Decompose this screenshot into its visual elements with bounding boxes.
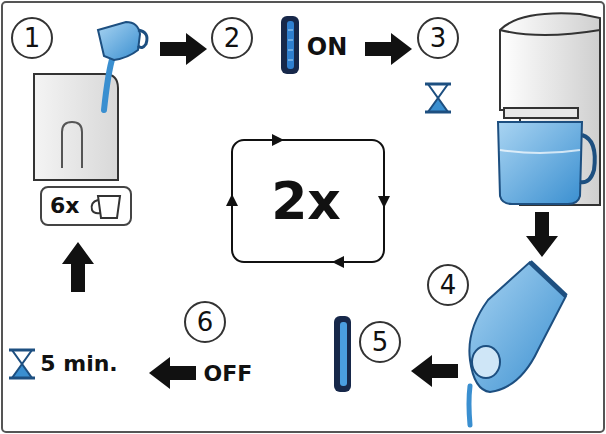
carafe-pouring: [469, 262, 566, 425]
instruction-label: ON: [307, 35, 348, 59]
switch-off: [334, 316, 351, 392]
step-number: 2: [224, 25, 241, 51]
repeat-loop: [226, 134, 390, 268]
step-number: 1: [24, 25, 41, 51]
step-number: 5: [372, 329, 389, 355]
step-number: 3: [430, 25, 447, 51]
coffee-machine: [498, 13, 600, 205]
repeat-count: 6x: [50, 195, 80, 217]
step-number: 6: [197, 309, 214, 335]
step-number-circle: 3: [417, 17, 459, 59]
step-number-circle: 4: [427, 264, 469, 306]
switch-on: [281, 16, 299, 74]
cup-icon: [92, 196, 120, 218]
repeat-count-box: 6x: [40, 186, 132, 226]
instruction-label: 2x: [271, 175, 341, 227]
hourglass: [425, 84, 451, 112]
step-number-circle: 1: [11, 17, 53, 59]
step-number-circle: 2: [211, 17, 253, 59]
step-number: 4: [440, 272, 457, 298]
instruction-label: OFF: [204, 363, 253, 385]
hourglass: [9, 350, 35, 378]
step-number-circle: 6: [184, 301, 226, 343]
step-number-circle: 5: [359, 321, 401, 363]
instruction-label: 5 min.: [40, 353, 117, 375]
